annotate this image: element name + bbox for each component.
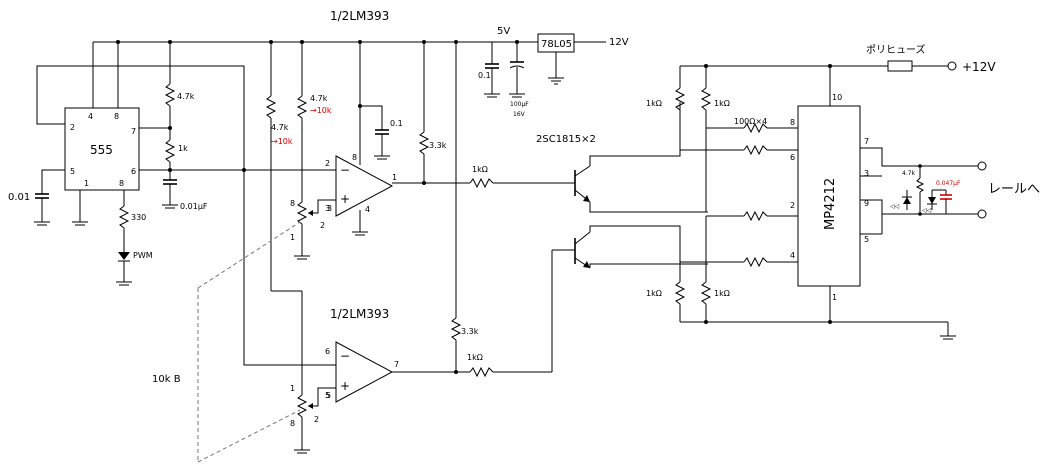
comp1-pin-4: 4 bbox=[365, 205, 370, 214]
regulator-label: 78L05 bbox=[541, 39, 572, 50]
driver-pin-8: 8 bbox=[790, 118, 795, 127]
pullup-2-label: 3.3k bbox=[461, 327, 479, 336]
transistors: 2SC1815×2 bbox=[536, 102, 708, 269]
timer-c-timing-label: 0.01μF bbox=[180, 202, 208, 211]
output-r-small-label: 4.7k bbox=[902, 170, 916, 177]
comp2-pin-6: 6 bbox=[325, 347, 330, 356]
svg-text:−: − bbox=[340, 163, 350, 177]
comp1-cap-label: 0.1 bbox=[390, 119, 403, 128]
timer-pin-2: 2 bbox=[70, 123, 75, 132]
v12-label: 12V bbox=[609, 37, 629, 48]
polyfuse-label: ポリヒューズ bbox=[866, 43, 926, 56]
driver-series-label: 100Ω×4 bbox=[734, 117, 767, 126]
comp1-left-r-value: 4.7k bbox=[271, 123, 289, 132]
comp1-dividers: 4.7k →10k 4.7k →10k 8 3 2 1 bbox=[265, 42, 336, 292]
plus12-label: +12V bbox=[962, 60, 996, 74]
comp2-pot-pin-1: 1 bbox=[290, 384, 295, 393]
comp1-pin-1: 1 bbox=[392, 173, 397, 182]
comp1-pot-pin-1: 1 bbox=[290, 233, 295, 242]
svg-text:◁◁: ◁◁ bbox=[890, 203, 900, 210]
driver-r-bottom-left: 1kΩ bbox=[646, 289, 662, 298]
comp1-left-r-change: →10k bbox=[271, 137, 293, 146]
comp2-pot-pin-5: 5 bbox=[326, 391, 331, 400]
comp1-pot-pin-8: 8 bbox=[290, 199, 295, 208]
timer-pin-7: 7 bbox=[131, 127, 136, 136]
rail-label: レールへ bbox=[988, 182, 1040, 197]
comp2-pot-pin-2: 2 bbox=[314, 415, 319, 424]
timer-led-resistor-label: 330 bbox=[131, 213, 146, 222]
timer-pin-5: 5 bbox=[70, 167, 75, 176]
comparator-1: 1/2LM393 − + 2 3 8 4 1 0.1 bbox=[325, 9, 470, 236]
supply-rail: 5V 12V bbox=[92, 26, 629, 112]
reg-cap1-label: 0.1 bbox=[478, 71, 491, 80]
timer-555: 555 4 8 2 7 6 5 1 8 bbox=[64, 107, 140, 191]
comp1-pot-pin-3: 3 bbox=[327, 204, 332, 213]
timer-ctrl-cap-label: 0.01 bbox=[8, 192, 30, 203]
regulator-78l05: 78L05 bbox=[537, 33, 575, 85]
driver-r-bottom-right: 1kΩ bbox=[714, 289, 730, 298]
comp2-pot-pin-8: 8 bbox=[290, 419, 295, 428]
driver-r-top-right: 1kΩ bbox=[714, 99, 730, 108]
output-cap-label: 0.047μF bbox=[936, 180, 961, 187]
pullup-1-label: 3.3k bbox=[429, 141, 447, 150]
reg-caps: 0.1 100μF 16V bbox=[478, 42, 529, 118]
driver-pin-4: 4 bbox=[790, 251, 795, 260]
timer-wiring: 0.01 330 PWM 4.7k 1k 0.01μF bbox=[8, 42, 330, 366]
pullup-resistors: 3.3k 3.3k bbox=[418, 42, 479, 372]
ganged-pot-link: 10k B bbox=[152, 221, 301, 463]
svg-text:−: − bbox=[340, 349, 350, 363]
comp1-pin-8: 8 bbox=[352, 153, 357, 162]
comparator-2: 1/2LM393 − + 6 5 7 1 5 2 8 bbox=[290, 291, 470, 454]
timer-r-mid-label: 1k bbox=[178, 144, 188, 153]
comp1-title: 1/2LM393 bbox=[330, 9, 389, 23]
comp2-pin-7: 7 bbox=[394, 360, 399, 369]
driver-pin-6: 6 bbox=[790, 153, 795, 162]
timer-pin-gnd: 8 bbox=[119, 179, 124, 188]
v5-label: 5V bbox=[497, 26, 510, 37]
comp2-title: 1/2LM393 bbox=[330, 307, 389, 321]
driver-pin-1: 1 bbox=[832, 293, 837, 302]
comp1-pin-3: 3 bbox=[325, 204, 330, 213]
comp2-pin-5: 5 bbox=[325, 391, 330, 400]
driver-pin-5: 5 bbox=[864, 235, 869, 244]
output-section: ポリヒューズ +12V レールへ 4.7k ◁◁ ◁◁ 0.047μF bbox=[860, 43, 1040, 235]
timer-pin-1: 1 bbox=[84, 179, 89, 188]
pot-label: 10k B bbox=[152, 374, 181, 385]
comp1-pin-2: 2 bbox=[325, 159, 330, 168]
reg-cap2-voltage: 16V bbox=[513, 111, 526, 118]
driver-pin-9: 9 bbox=[864, 199, 869, 208]
base-r2-label: 1kΩ bbox=[467, 353, 483, 362]
driver-mp4212: MP4212 8 6 2 4 10 1 7 3 9 5 bbox=[790, 66, 869, 322]
driver-pin-10: 10 bbox=[832, 93, 842, 102]
pwm-led-label: PWM bbox=[133, 251, 153, 260]
timer-pin-6: 6 bbox=[131, 167, 136, 176]
driver-pin-7: 7 bbox=[864, 137, 869, 146]
driver-resistors: 1kΩ 1kΩ 100Ω×4 1kΩ 1kΩ bbox=[646, 64, 956, 340]
base-r1-label: 1kΩ bbox=[472, 165, 488, 174]
timer-pin-8: 8 bbox=[114, 112, 119, 121]
driver-name: MP4212 bbox=[823, 178, 838, 230]
transistor-label: 2SC1815×2 bbox=[536, 134, 596, 145]
reg-cap2-value: 100μF bbox=[510, 101, 529, 108]
driver-r-top-left: 1kΩ bbox=[646, 99, 662, 108]
comp1-right-r-change: →10k bbox=[310, 106, 332, 115]
driver-pin-2: 2 bbox=[790, 201, 795, 210]
timer-pin-4: 4 bbox=[88, 112, 93, 121]
timer-name: 555 bbox=[90, 143, 113, 157]
svg-text:+: + bbox=[340, 192, 350, 206]
svg-text:+: + bbox=[340, 379, 350, 393]
comp1-right-r-value: 4.7k bbox=[310, 94, 328, 103]
base-resistors: 1kΩ 1kΩ bbox=[467, 165, 575, 378]
driver-pin-3: 3 bbox=[864, 169, 869, 178]
comp1-pot-pin-2: 2 bbox=[320, 221, 325, 230]
svg-text:◁◁: ◁◁ bbox=[922, 207, 932, 214]
timer-r-top-label: 4.7k bbox=[177, 92, 195, 101]
